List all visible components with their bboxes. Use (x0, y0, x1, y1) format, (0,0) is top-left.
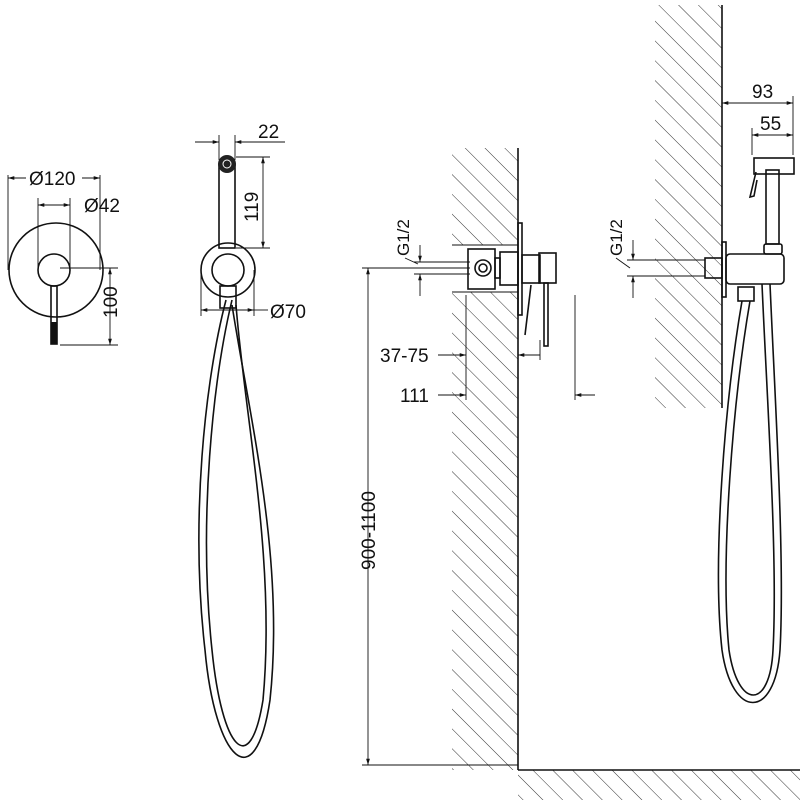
sprayer-body (218, 163, 236, 249)
wall-section (655, 5, 722, 408)
floor-section (518, 770, 800, 800)
dim-install-height: 900-1100 (359, 491, 380, 570)
dim-head-projection: 55 (760, 114, 781, 135)
dim-projection: 93 (752, 82, 773, 103)
hose-nut (737, 286, 755, 302)
dim-head-width: 22 (258, 122, 279, 143)
wall-section (452, 148, 518, 245)
dim-thread-sprayer: G1/2 (607, 219, 626, 256)
side-view-sprayer: 93 55 G1/2 (607, 5, 795, 704)
sprayer-head (753, 157, 795, 175)
dim-total-depth: 111 (400, 386, 429, 407)
sprayer-head (218, 155, 236, 173)
sprayer-body (765, 169, 780, 245)
front-view-sprayer: 22 119 Ø70 (195, 122, 306, 758)
front-view-mixer: Ø120 Ø42 100 (7, 169, 122, 346)
dim-lever-length: 100 (101, 286, 122, 318)
dim-plate-diameter: Ø120 (29, 169, 75, 190)
sprayer-trigger (748, 171, 758, 199)
handle (37, 253, 71, 287)
cover-plate (8, 222, 104, 318)
sprayer-holder (725, 253, 785, 285)
mixer-handle (538, 252, 557, 284)
dim-depth-range: 37-75 (380, 346, 429, 367)
dim-head-height: 119 (242, 192, 263, 222)
holder-ring (200, 242, 256, 298)
hose (198, 299, 275, 758)
side-view-mixer: 900-1100 G1/2 37-75 111 (359, 148, 800, 800)
dim-thread-mixer: G1/2 (394, 219, 413, 256)
lever-tip (51, 322, 57, 344)
dim-holder-diameter: Ø70 (270, 302, 306, 323)
dim-handle-diameter: Ø42 (84, 196, 120, 217)
